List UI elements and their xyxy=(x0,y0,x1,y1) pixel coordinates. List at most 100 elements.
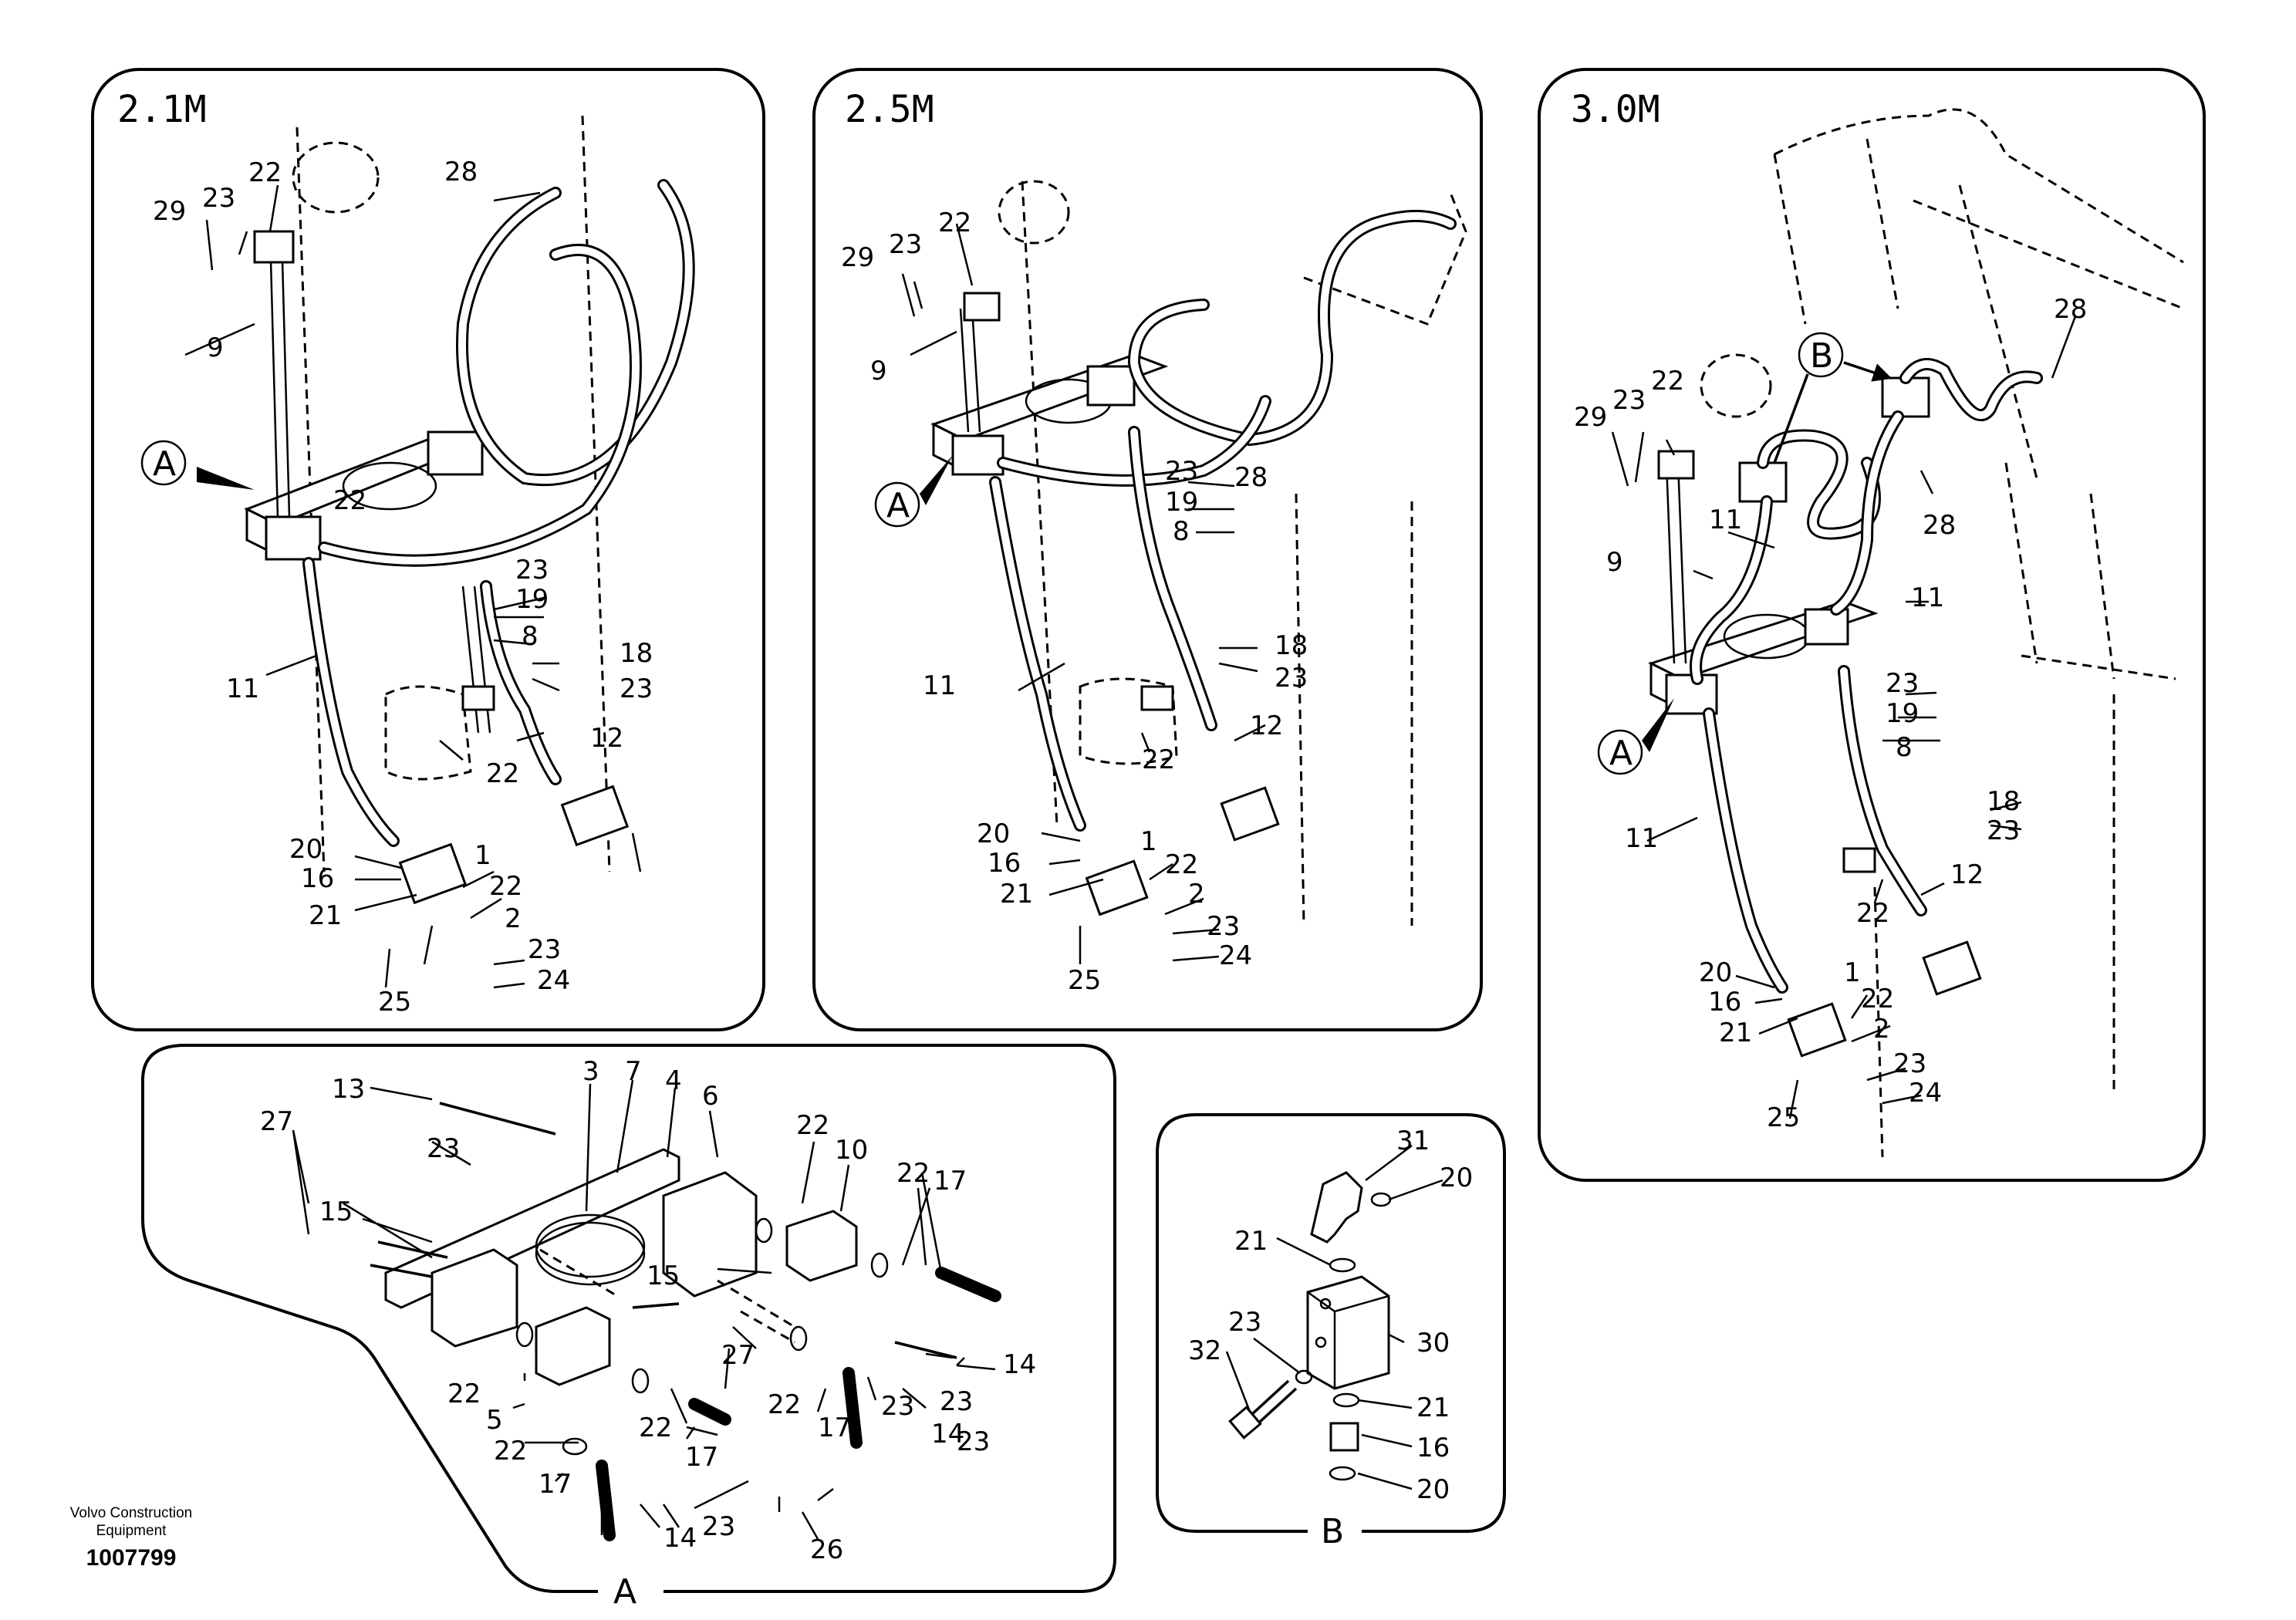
part-number: 23 xyxy=(1275,663,1308,694)
part-number: 25 xyxy=(378,987,411,1018)
detail-label: A xyxy=(613,1572,636,1612)
part-number: 23 xyxy=(1207,911,1240,942)
panel-title: 2.5M xyxy=(845,88,934,131)
part-number: 23 xyxy=(1612,385,1646,416)
part-number: 24 xyxy=(537,965,570,996)
panel-2-1m: 2.1M A 2 xyxy=(91,68,765,1031)
part-number: 27 xyxy=(721,1340,755,1371)
part-number: 22 xyxy=(447,1379,481,1409)
part-number: 20 xyxy=(1440,1163,1473,1193)
part-number: 23 xyxy=(620,673,653,704)
part-number: 21 xyxy=(1000,879,1033,910)
part-number: 22 xyxy=(1856,898,1889,929)
detail-label: B xyxy=(1321,1512,1344,1551)
part-number: 21 xyxy=(1416,1392,1450,1423)
part-number: 13 xyxy=(332,1074,365,1105)
part-number: 31 xyxy=(1396,1126,1430,1156)
panel-title: 2.1M xyxy=(117,88,207,131)
part-number: 24 xyxy=(1219,940,1252,971)
part-number: 11 xyxy=(923,670,956,701)
callout-circle-a-icon xyxy=(140,440,187,486)
panel-3-0m: 3.0M A B xyxy=(1538,68,2206,1182)
part-number: 18 xyxy=(620,638,653,669)
part-number: 3 xyxy=(582,1056,599,1087)
part-number: 9 xyxy=(207,332,224,363)
part-number: 24 xyxy=(1909,1078,1942,1109)
part-number: 20 xyxy=(289,834,322,865)
part-number: 5 xyxy=(486,1405,503,1436)
part-labels: 13 3 7 4 6 27 23 22 10 22 17 15 15 27 14… xyxy=(260,1056,1036,1565)
part-number: 1 xyxy=(1140,826,1157,857)
detail-b: B 31 20 21 32 23 30 21 16 20 xyxy=(1156,1113,1506,1551)
panel-frame xyxy=(1538,68,2206,1182)
part-number: 4 xyxy=(665,1065,682,1096)
callout-a-label: A xyxy=(153,444,176,484)
part-number: 23 xyxy=(1228,1307,1261,1338)
part-number: 21 xyxy=(1234,1226,1268,1257)
part-number: 21 xyxy=(1719,1018,1752,1048)
valve-block xyxy=(1738,461,1788,503)
manifold-block xyxy=(1665,673,1718,715)
part-number: 22 xyxy=(1165,849,1198,880)
panel-frame xyxy=(812,68,1483,1031)
panel-frame xyxy=(91,68,765,1031)
part-number: 22 xyxy=(494,1436,527,1466)
part-number: 8 xyxy=(1173,516,1190,547)
part-labels: 29 23 22 28 9 22 23 19 8 18 23 11 12 22 … xyxy=(153,157,653,1018)
callout-circle-b-icon xyxy=(1798,332,1844,378)
part-number: 11 xyxy=(1709,505,1742,535)
part-number: 23 xyxy=(202,183,235,214)
part-number: 22 xyxy=(639,1412,672,1443)
part-labels: 28 29 23 22 11 28 9 11 23 19 8 18 23 11 … xyxy=(1574,294,2087,1133)
part-number: 28 xyxy=(1234,462,1268,493)
part-number: 10 xyxy=(835,1135,868,1166)
part-number: 12 xyxy=(590,723,623,754)
part-number: 17 xyxy=(934,1166,967,1196)
part-number: 20 xyxy=(1416,1474,1450,1505)
part-number: 16 xyxy=(1708,987,1741,1018)
part-number: 23 xyxy=(1886,668,1919,699)
part-number: 20 xyxy=(977,818,1010,849)
callout-circle-a-icon xyxy=(1597,729,1643,775)
part-number: 26 xyxy=(810,1534,843,1565)
part-number: 20 xyxy=(1699,957,1732,988)
part-number: 23 xyxy=(957,1426,990,1457)
part-number: 15 xyxy=(647,1261,680,1291)
part-number: 14 xyxy=(1003,1349,1036,1380)
part-number: 17 xyxy=(818,1412,851,1443)
part-number: 14 xyxy=(931,1419,964,1450)
part-number: 22 xyxy=(1651,366,1684,397)
part-number: 19 xyxy=(1165,487,1198,518)
manifold-block xyxy=(951,434,1004,476)
detail-frame xyxy=(141,1044,1116,1593)
part-number: 21 xyxy=(309,900,342,931)
part-number: 17 xyxy=(685,1442,718,1473)
part-number: 8 xyxy=(1896,732,1913,763)
part-number: 17 xyxy=(539,1469,572,1500)
part-number: 28 xyxy=(1923,510,1956,541)
part-number: 11 xyxy=(1625,823,1658,854)
part-labels: 29 23 22 9 28 23 19 8 18 23 11 12 22 20 … xyxy=(841,208,1308,996)
part-number: 11 xyxy=(226,673,259,704)
valve-block xyxy=(662,1171,758,1298)
part-number: 23 xyxy=(881,1391,914,1422)
callout-b-label: B xyxy=(1810,336,1833,376)
part-number: 14 xyxy=(663,1523,697,1554)
part-number: 22 xyxy=(248,157,282,188)
part-number: 23 xyxy=(1165,456,1198,487)
part-number: 32 xyxy=(1188,1335,1221,1366)
part-number: 16 xyxy=(1416,1433,1450,1463)
part-number: 29 xyxy=(841,242,874,273)
part-number: 2 xyxy=(1188,879,1205,910)
part-number: 16 xyxy=(988,848,1021,879)
part-number: 23 xyxy=(702,1511,735,1542)
part-number: 9 xyxy=(870,356,887,386)
part-number: 6 xyxy=(702,1081,719,1112)
part-number: 23 xyxy=(889,229,922,260)
part-number: 27 xyxy=(260,1106,293,1137)
part-number: 22 xyxy=(796,1110,829,1141)
part-number: 15 xyxy=(319,1196,353,1227)
panel-title: 3.0M xyxy=(1571,88,1660,131)
part-number: 23 xyxy=(515,555,549,586)
